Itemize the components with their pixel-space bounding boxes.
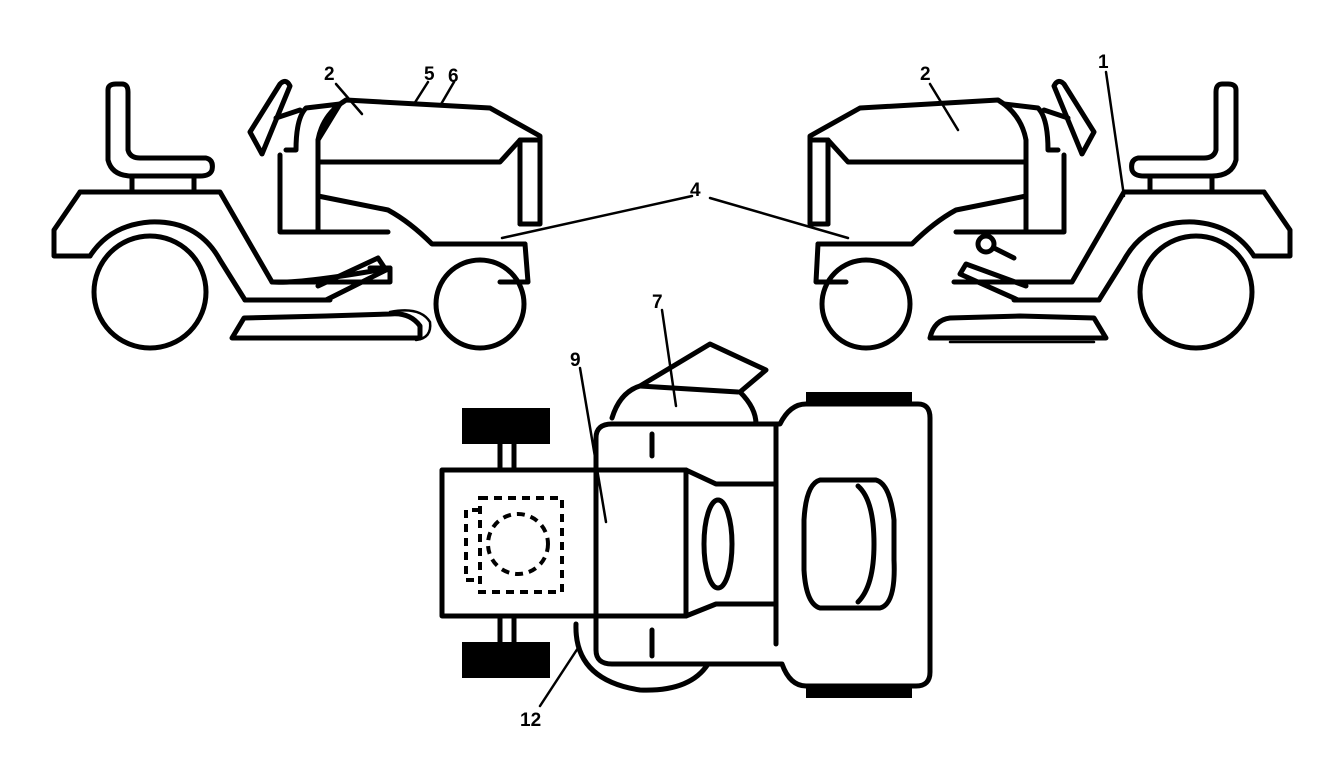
callout-12: 12 bbox=[520, 710, 541, 731]
right-side-view bbox=[807, 78, 1293, 351]
top-view bbox=[439, 341, 933, 698]
leader-lines bbox=[334, 70, 1126, 708]
callout-2-right: 2 bbox=[920, 64, 931, 85]
callout-6: 6 bbox=[448, 66, 459, 87]
callout-4: 4 bbox=[690, 180, 701, 201]
callout-5: 5 bbox=[424, 64, 435, 85]
left-side-view bbox=[51, 78, 543, 351]
callout-9: 9 bbox=[570, 350, 581, 371]
callout-1: 1 bbox=[1098, 52, 1109, 73]
callout-labels: 1 2 2 4 5 6 7 9 12 bbox=[324, 52, 1109, 731]
callout-2-left: 2 bbox=[324, 64, 335, 85]
callout-7: 7 bbox=[652, 292, 663, 313]
